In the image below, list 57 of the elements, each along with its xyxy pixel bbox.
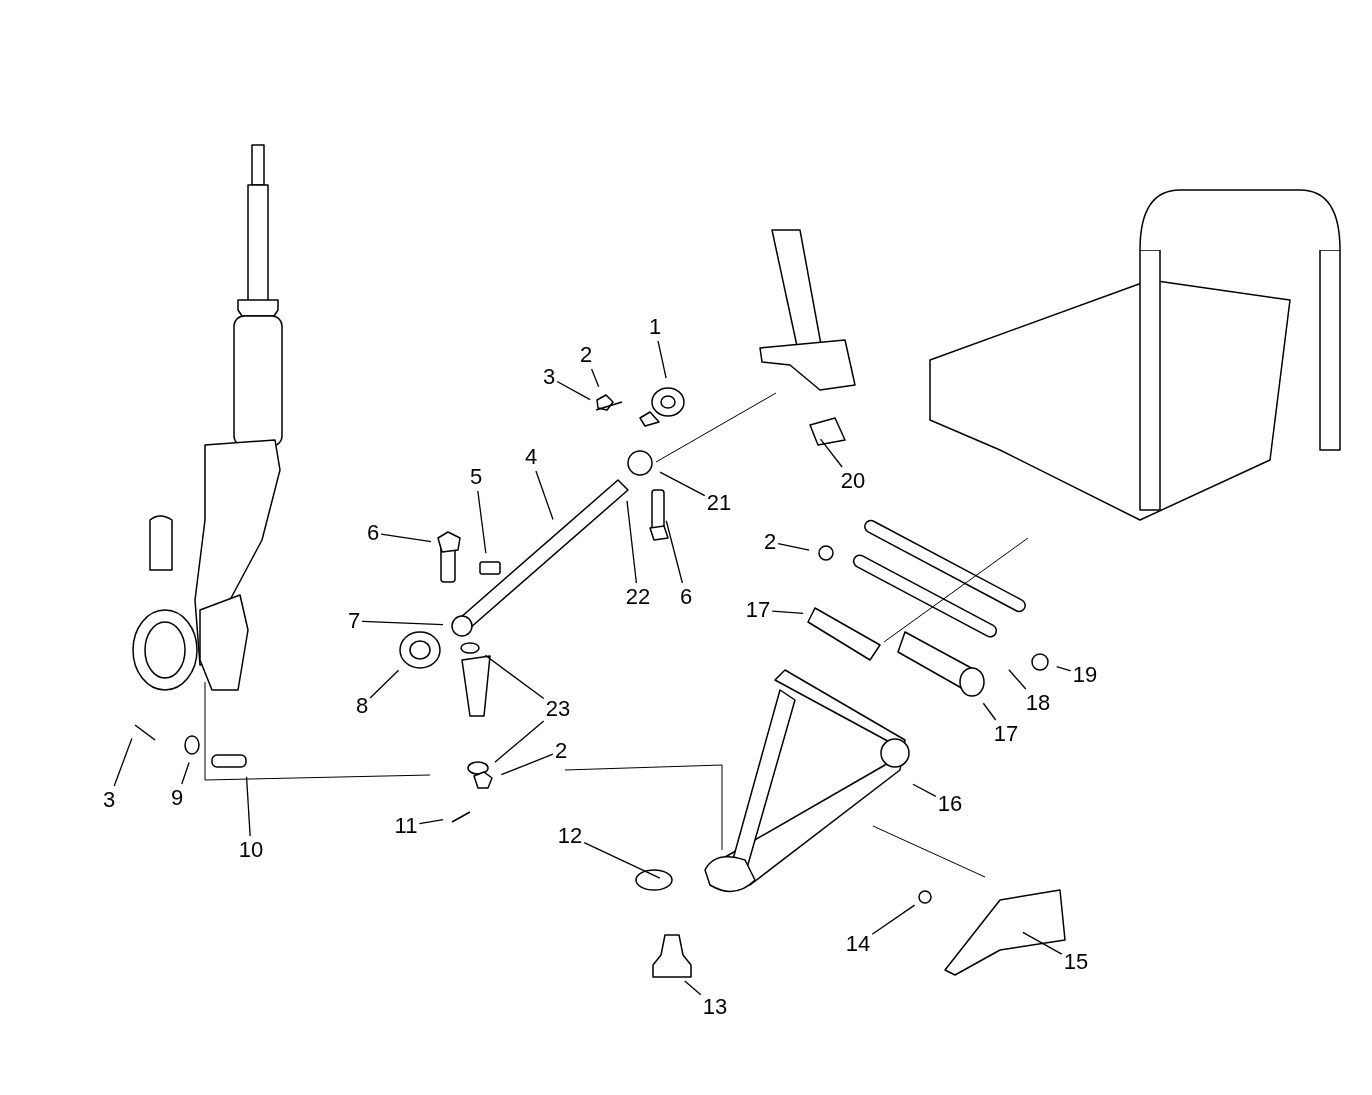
leader-line <box>113 737 133 787</box>
callout-number: 2 <box>579 343 593 367</box>
callout-number: 6 <box>679 585 693 609</box>
callout-number: 14 <box>845 932 871 956</box>
callout-number: 6 <box>366 521 380 545</box>
callout-number: 3 <box>542 365 556 389</box>
callout-number: 13 <box>702 995 728 1019</box>
leader-line <box>1056 665 1072 672</box>
leader-line <box>556 380 591 401</box>
callout-number: 10 <box>238 838 264 862</box>
callout-number: 23 <box>545 697 571 721</box>
leader-line <box>590 368 600 388</box>
leader-line <box>477 490 487 554</box>
callout-number: 16 <box>937 792 963 816</box>
callout-number: 15 <box>1063 950 1089 974</box>
leader-line <box>771 610 804 614</box>
callout-number: 17 <box>993 722 1019 746</box>
callout-number: 18 <box>1025 691 1051 715</box>
leader-line <box>982 702 997 721</box>
leader-line <box>657 340 667 379</box>
callout-number: 2 <box>554 739 568 763</box>
callout-number: 9 <box>170 786 184 810</box>
leader-line <box>1022 931 1063 955</box>
leader-line <box>494 720 545 763</box>
leader-line <box>684 980 702 996</box>
callout-number: 4 <box>524 445 538 469</box>
leader-line <box>665 520 684 584</box>
leader-line <box>181 761 190 785</box>
callout-number: 12 <box>557 824 583 848</box>
callout-number: 17 <box>745 598 771 622</box>
callout-number: 7 <box>347 609 361 633</box>
callout-number: 11 <box>394 814 418 838</box>
callout-number: 20 <box>840 469 866 493</box>
leader-line <box>583 842 661 879</box>
leader-line <box>912 783 937 798</box>
leader-line <box>1008 669 1027 690</box>
leader-line <box>819 438 843 468</box>
leader-line <box>418 818 444 825</box>
callout-number: 5 <box>469 465 483 489</box>
callout-number: 22 <box>625 585 651 609</box>
callout-number: 21 <box>706 491 732 515</box>
leader-line <box>484 654 545 700</box>
leader-line <box>659 471 706 497</box>
leader-line <box>871 904 916 935</box>
callout-number: 19 <box>1072 663 1098 687</box>
callout-number: 1 <box>648 315 662 339</box>
callout-number: 8 <box>355 694 369 718</box>
leader-line <box>535 470 554 521</box>
leader-line <box>777 543 810 551</box>
callout-number: 2 <box>763 530 777 554</box>
leader-line <box>500 753 554 776</box>
leader-line <box>361 620 444 626</box>
leader-line <box>369 669 400 699</box>
leader-line <box>245 776 251 837</box>
leader-line <box>380 533 432 543</box>
leader-line <box>626 500 638 584</box>
callout-number: 3 <box>102 788 116 812</box>
